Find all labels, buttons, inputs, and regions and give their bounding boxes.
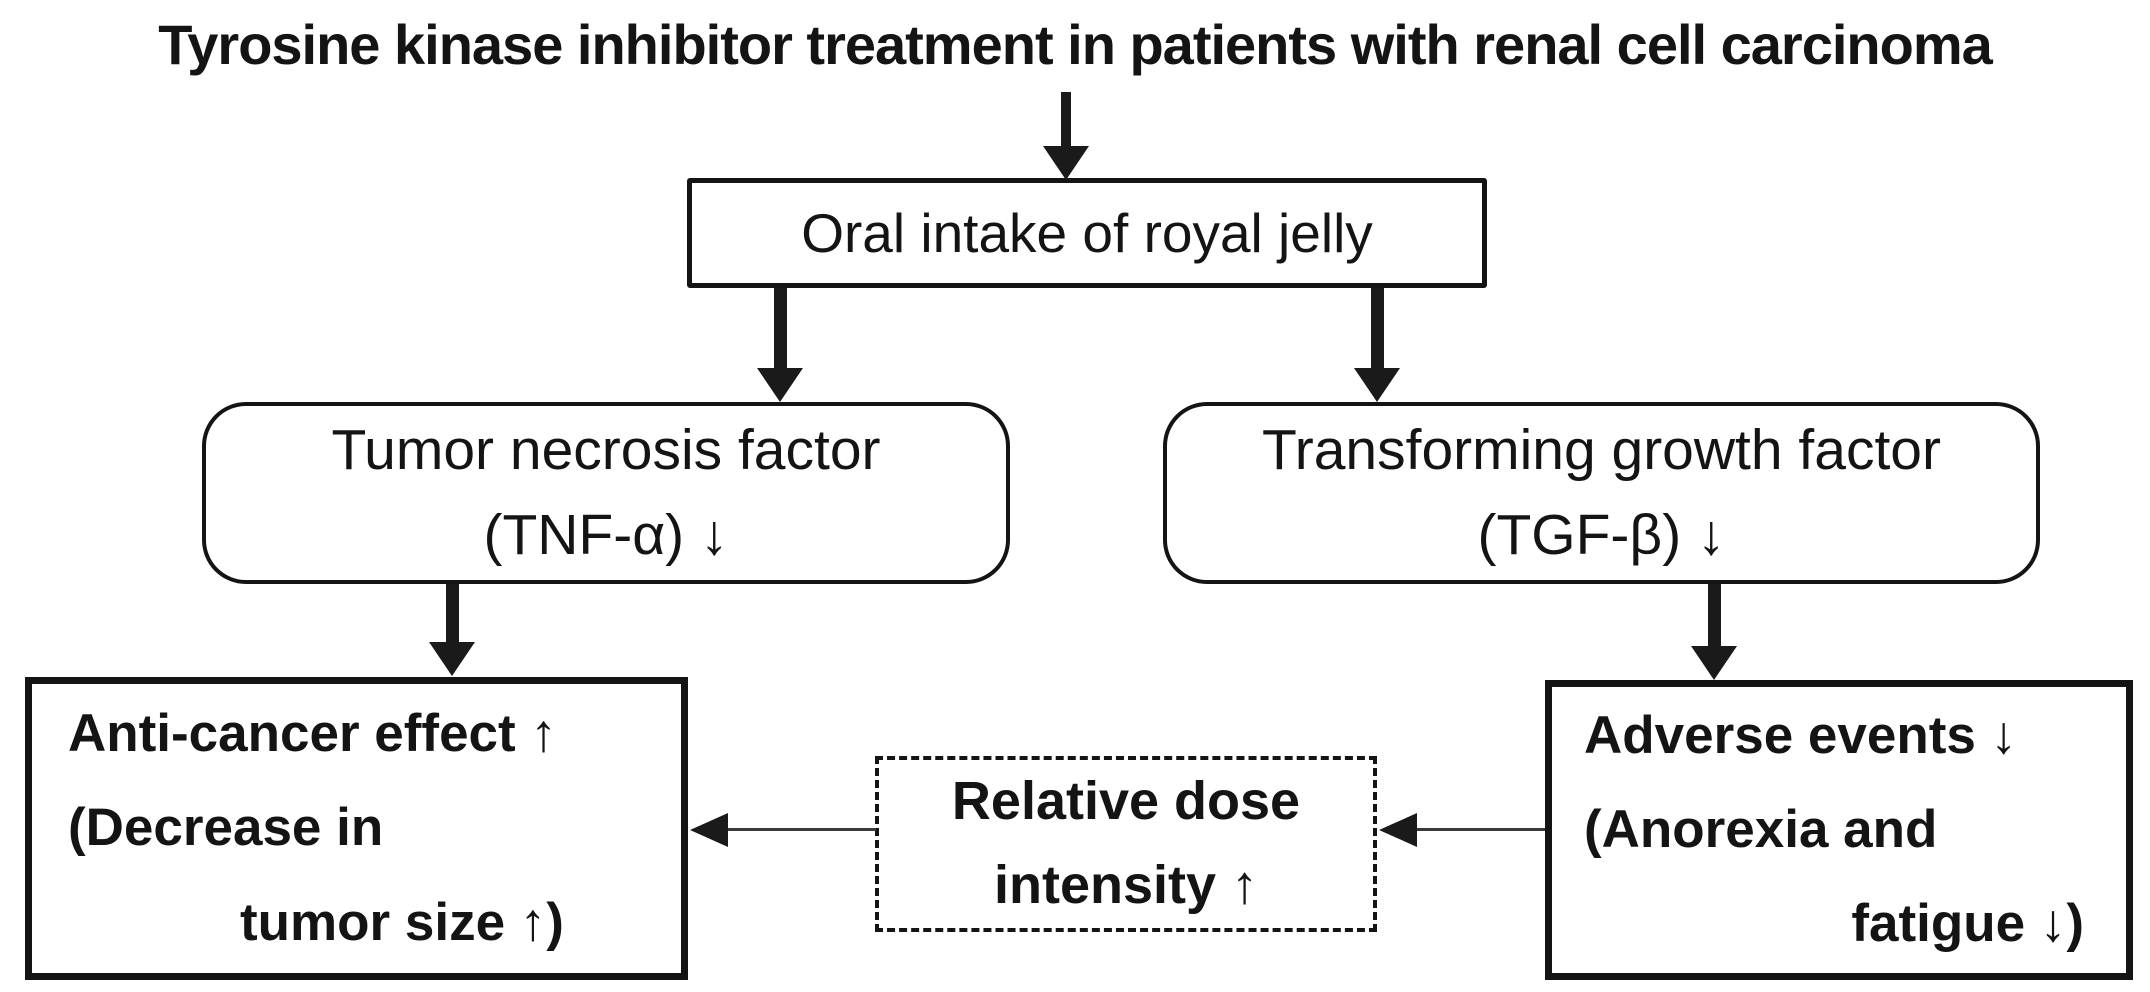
arrow-title-to-oral-head-icon bbox=[1043, 146, 1089, 180]
arrow-tnf-to-anticancer-head-icon bbox=[429, 642, 475, 676]
arrow-tgf-to-adverse-head-icon bbox=[1691, 646, 1737, 680]
tgf-line-2: (TGF-β) ↓ bbox=[1477, 503, 1726, 567]
tnf-line-1: Tumor necrosis factor bbox=[331, 417, 881, 482]
node-relative-dose-intensity: Relative dose intensity ↑ bbox=[875, 756, 1377, 932]
rdi-line-1: Relative dose bbox=[951, 771, 1301, 832]
arrow-tnf-to-anticancer-shaft bbox=[446, 584, 459, 642]
tgf-line-1: Transforming growth factor bbox=[1262, 417, 1941, 482]
arrow-tgf-to-adverse-shaft bbox=[1708, 584, 1721, 646]
node-adverse-events: Adverse events ↓ (Anorexia and fatigue ↓… bbox=[1545, 680, 2133, 980]
arrow-oral-to-tnf-shaft bbox=[774, 288, 787, 368]
node-tnf: Tumor necrosis factor (TNF-α) ↓ bbox=[202, 402, 1010, 584]
node-oral-intake: Oral intake of royal jelly bbox=[687, 178, 1487, 288]
arrow-adverse-to-rdi-shaft bbox=[1415, 828, 1545, 831]
oral-intake-label: Oral intake of royal jelly bbox=[801, 202, 1373, 264]
node-anticancer: Anti-cancer effect ↑ (Decrease in tumor … bbox=[25, 677, 688, 980]
tnf-line-2: (TNF-α) ↓ bbox=[483, 503, 729, 567]
arrow-adverse-to-rdi-head-icon bbox=[1379, 813, 1417, 847]
arrow-title-to-oral-shaft bbox=[1061, 92, 1071, 146]
arrow-oral-to-tgf-shaft bbox=[1371, 288, 1384, 368]
adverse-line-2: (Anorexia and bbox=[1584, 799, 1938, 859]
anticancer-line-2: (Decrease in bbox=[68, 798, 384, 858]
adverse-line-3: fatigue ↓) bbox=[1851, 894, 2084, 954]
rdi-line-2: intensity ↑ bbox=[993, 855, 1259, 915]
arrow-oral-to-tgf-head-icon bbox=[1354, 368, 1400, 402]
anticancer-line-3: tumor size ↑) bbox=[240, 892, 564, 952]
adverse-line-1: Adverse events ↓ bbox=[1584, 705, 2018, 765]
arrow-rdi-to-anticancer-head-icon bbox=[690, 813, 728, 847]
arrow-oral-to-tnf-head-icon bbox=[757, 368, 803, 402]
anticancer-line-1: Anti-cancer effect ↑ bbox=[68, 704, 557, 763]
diagram-title: Tyrosine kinase inhibitor treatment in p… bbox=[158, 13, 1993, 76]
node-tgf: Transforming growth factor (TGF-β) ↓ bbox=[1163, 402, 2040, 584]
arrow-rdi-to-anticancer-shaft bbox=[724, 828, 876, 831]
